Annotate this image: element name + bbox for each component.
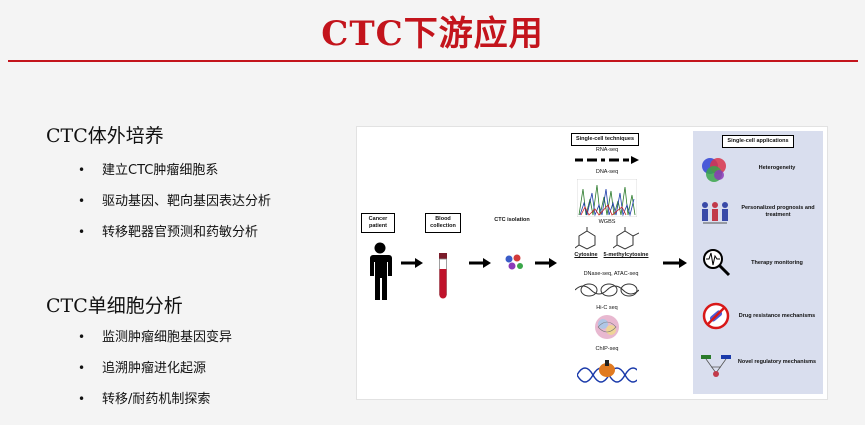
cytosine-structure-icon	[575, 227, 596, 250]
regulatory-network-icon	[701, 355, 731, 377]
chip-dna-icon	[577, 360, 637, 383]
workflow-figure: Cancer patient Blood collection CTC isol…	[356, 126, 828, 400]
technique-label-hic: Hi-C seq	[596, 305, 618, 311]
rna-seq-arrow-icon	[575, 156, 639, 164]
chromatin-icon	[575, 283, 639, 297]
magnifier-monitoring-icon	[703, 249, 731, 277]
step-box-patient: Cancer patient	[361, 213, 395, 233]
arrow-icon	[401, 258, 423, 268]
technique-label-dna-seq: DNA-seq	[595, 169, 619, 175]
page-title: CTC下游应用	[321, 14, 544, 54]
step-box-blood: Blood collection	[425, 213, 461, 233]
applications-header: Single-cell applications	[722, 135, 794, 148]
patient-icon	[370, 242, 392, 300]
list-item: 监测肿瘤细胞基因变异	[78, 322, 232, 353]
application-label-therapy: Therapy monitoring	[751, 260, 803, 266]
chromatogram-icon	[577, 179, 637, 217]
list-item: 建立CTC肿瘤细胞系	[78, 155, 271, 186]
section-heading-culture: CTC体外培养	[46, 125, 164, 147]
technique-label-rna-seq: RNA-seq	[595, 147, 619, 153]
technique-label-5mc: 5-methylcytosine	[603, 252, 649, 258]
application-label-prognosis: Personalized prognosis and treatment	[741, 205, 815, 218]
applications-panel: Single-cell applications Heterogeneity P…	[693, 131, 823, 394]
blood-tube-icon	[439, 253, 447, 299]
application-label-regulatory: Novel regulatory mechanisms	[737, 359, 817, 365]
technique-label-wgbs: WGBS	[598, 219, 616, 225]
list-item: 追溯肿瘤进化起源	[78, 353, 232, 384]
arrow-icon	[663, 258, 687, 268]
application-label-heterogeneity: Heterogeneity	[758, 165, 796, 171]
hic-ball-icon	[595, 315, 619, 339]
ctc-cells-icon	[505, 254, 523, 270]
list-item: 驱动基因、靶向基因表达分析	[78, 186, 271, 217]
technique-label-dnase-atac: DNase-seq, ATAC-seq	[583, 271, 639, 277]
techniques-header: Single-cell techniques	[571, 133, 639, 146]
section-heading-single-cell: CTC单细胞分析	[46, 295, 183, 317]
arrow-icon	[469, 258, 491, 268]
technique-label-cytosine: Cytosine	[574, 252, 598, 258]
arrow-icon	[535, 258, 557, 268]
list-item: 转移靶器官预测和药敏分析	[78, 217, 271, 248]
single-cell-bullet-list: 监测肿瘤细胞基因变异 追溯肿瘤进化起源 转移/耐药机制探索	[78, 322, 232, 415]
patients-icon	[702, 202, 728, 224]
methylcytosine-structure-icon	[613, 227, 639, 250]
application-label-drug-resistance: Drug resistance mechanisms	[738, 313, 816, 319]
drug-resistance-icon	[702, 302, 730, 330]
step-label-isolation: CTC isolation	[494, 217, 530, 223]
culture-bullet-list: 建立CTC肿瘤细胞系 驱动基因、靶向基因表达分析 转移靶器官预测和药敏分析	[78, 155, 271, 248]
technique-label-chip-seq: ChIP-seq	[595, 346, 619, 352]
list-item: 转移/耐药机制探索	[78, 384, 232, 415]
heterogeneity-icon	[702, 158, 726, 182]
title-divider	[8, 60, 858, 62]
